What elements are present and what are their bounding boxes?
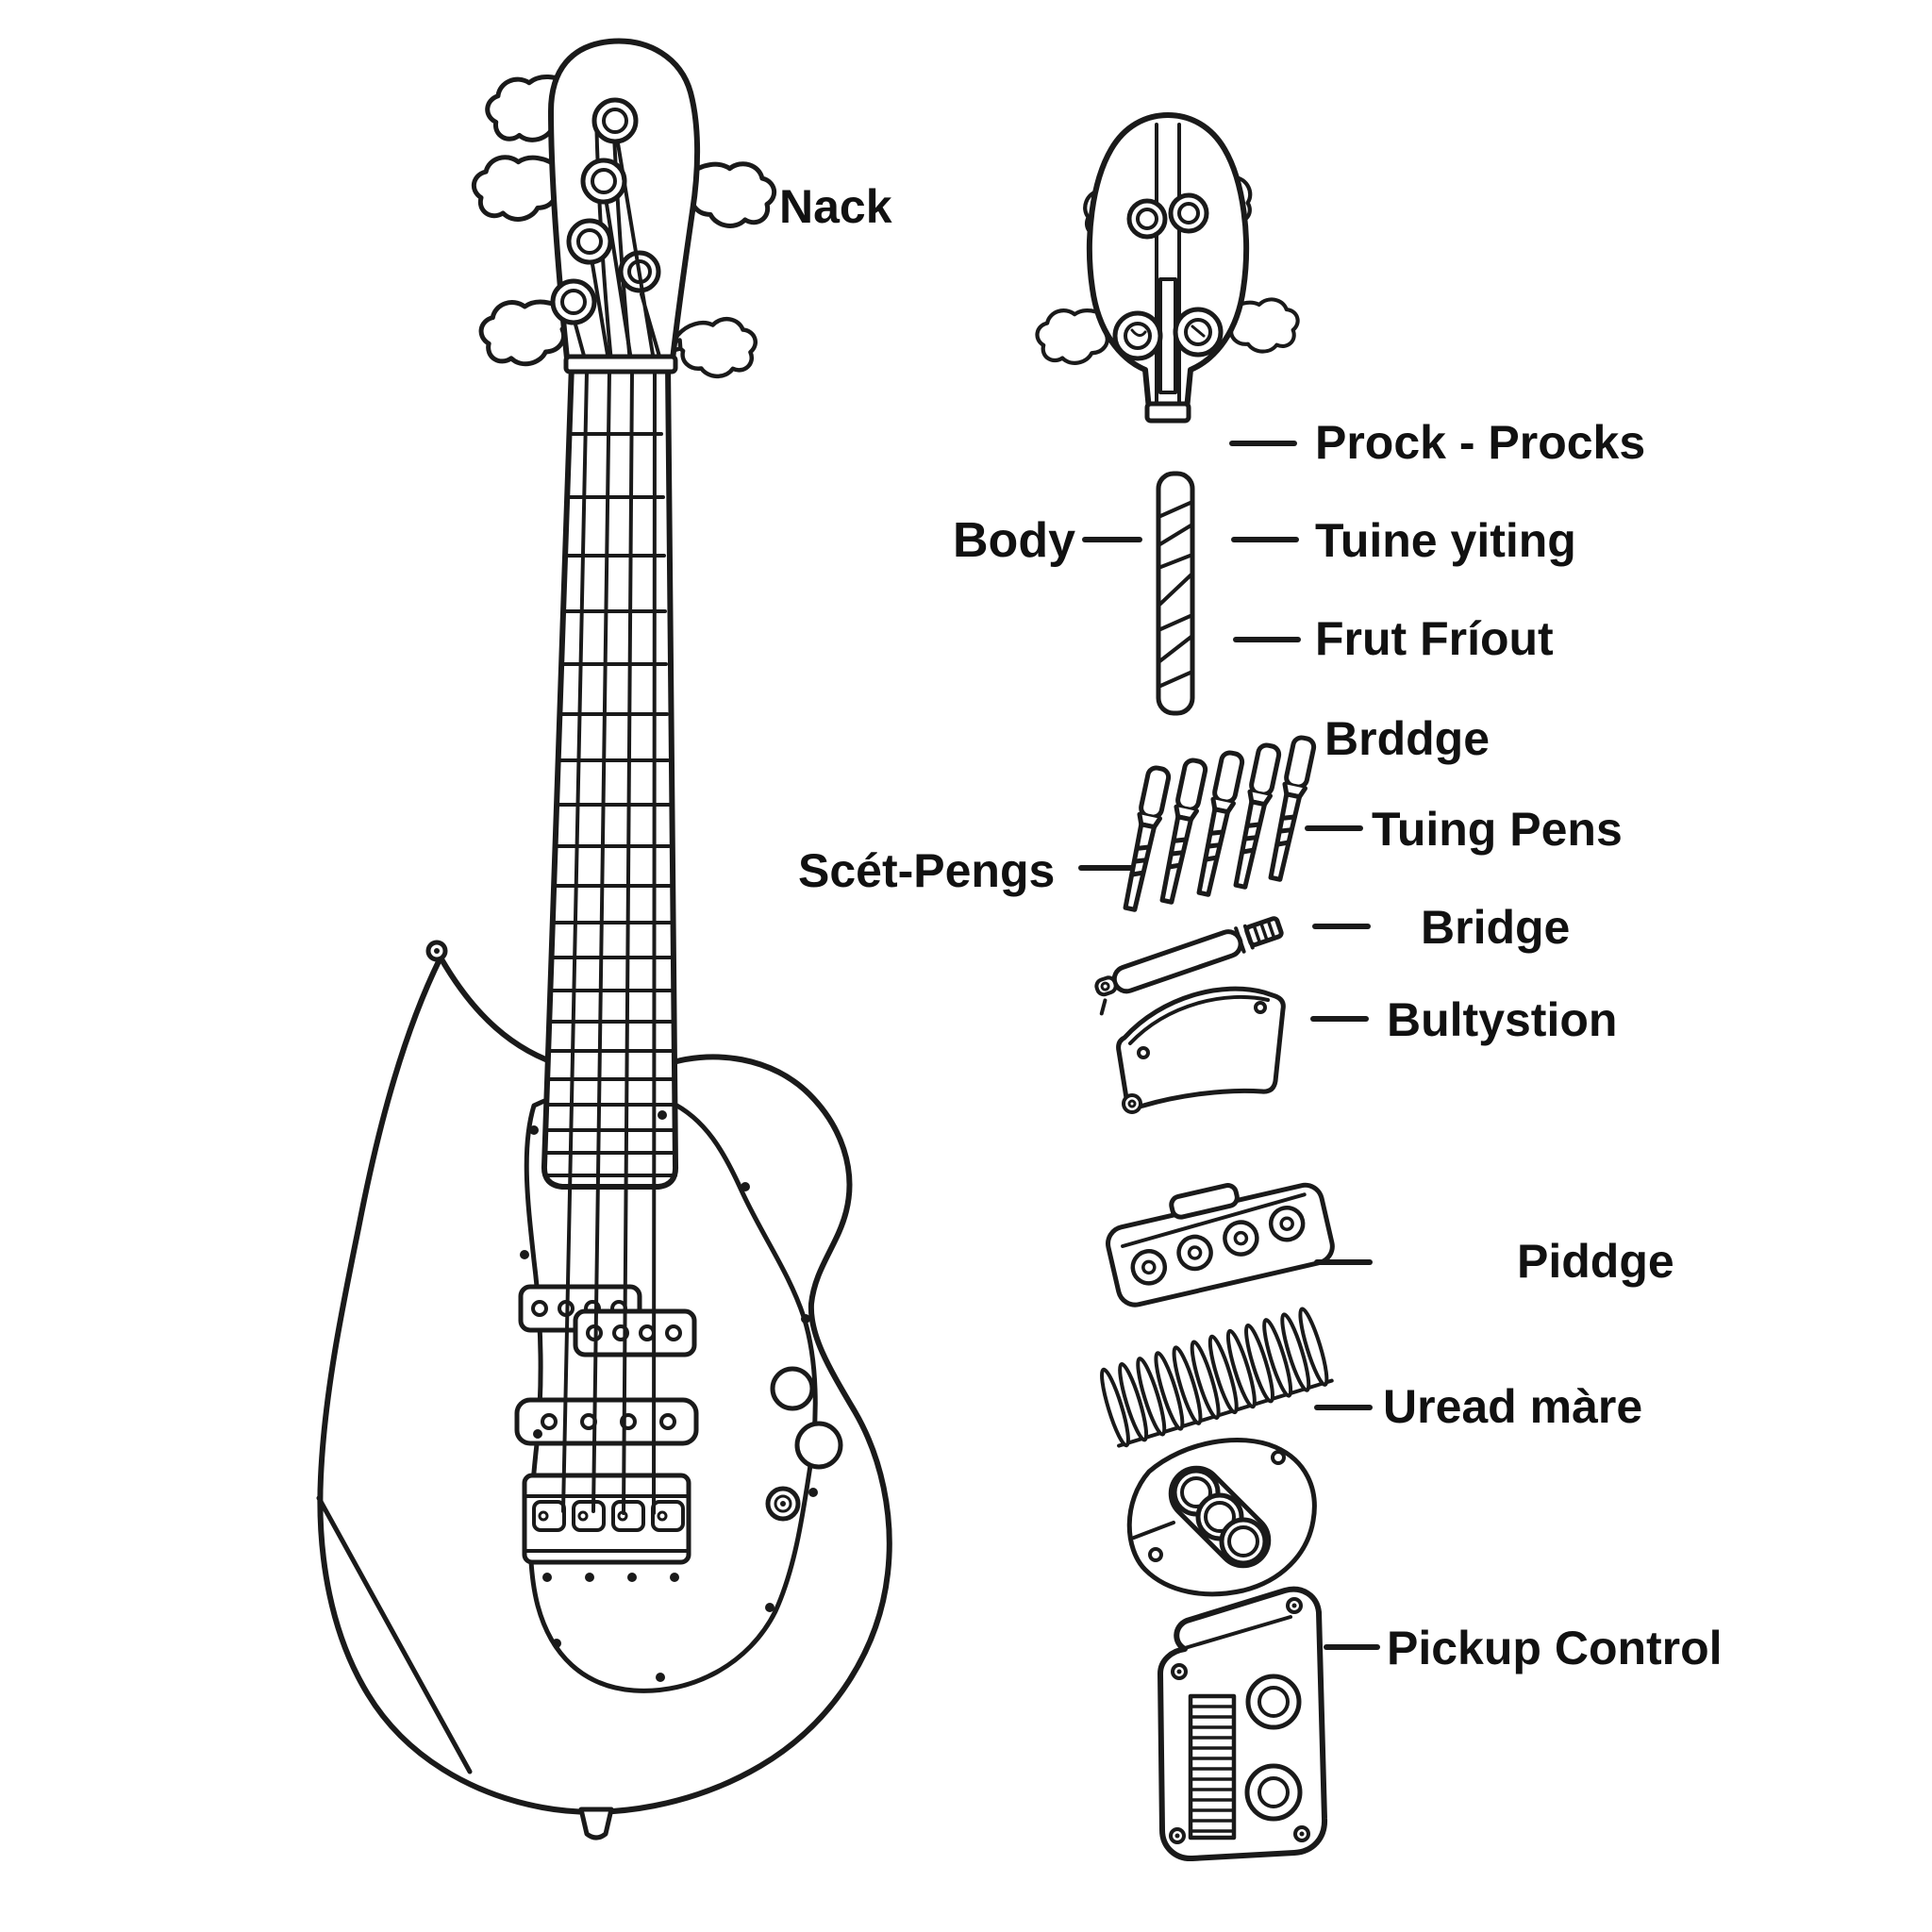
plate-screws: [1169, 1597, 1310, 1844]
slider-ribs: [1188, 1693, 1237, 1840]
label-brddge: Brddge: [1324, 712, 1490, 765]
volume-knob: [770, 1366, 815, 1411]
belly-cut-line: [316, 1495, 473, 1774]
bridge-saddles: [532, 1500, 685, 1532]
label-tuine-yiting: Tuine yiting: [1315, 514, 1576, 567]
label-prock-procks: Prock - Procks: [1315, 416, 1645, 469]
end-pin: [578, 1807, 614, 1840]
pickup-bar-drawing: [1106, 1182, 1335, 1307]
bridge-pickup: [514, 1397, 699, 1446]
label-scet-pengs: Scét-Pengs: [798, 844, 1055, 897]
string-wrap-drawing: [1156, 471, 1195, 716]
spring-coil-drawing: [1100, 1307, 1334, 1448]
label-pickup-control: Pickup Control: [1387, 1622, 1723, 1674]
label-bridge: Bridge: [1421, 901, 1570, 954]
label-uread-mare: Uread màre: [1383, 1380, 1642, 1433]
jack-plate-drawing: [1126, 1438, 1317, 1597]
headstock-strings: [574, 142, 664, 368]
strap-button: [425, 940, 448, 962]
label-frut-frout: Frut Fríout: [1315, 612, 1554, 665]
control-plate-drawing: [1158, 1586, 1328, 1862]
connector-lines: [1078, 441, 1380, 1650]
bass-guitar-drawing: [316, 38, 892, 1840]
output-jack: [765, 1486, 801, 1522]
label-tuing-pens: Tuing Pens: [1372, 803, 1623, 856]
bridge-assembly: [522, 1473, 691, 1582]
parts-column: [1035, 112, 1335, 1862]
tuning-pegs-drawing: [1120, 736, 1315, 910]
nut: [563, 354, 678, 375]
label-body: Body: [953, 513, 1075, 568]
label-bultystion: Bultystion: [1387, 993, 1617, 1046]
guitar-headstock: [472, 38, 775, 382]
bracket-plate-drawing: [1116, 986, 1286, 1114]
label-piddge: Piddge: [1517, 1235, 1674, 1288]
label-nack: Nack: [779, 180, 892, 233]
strings: [561, 370, 657, 1515]
truss-rod-drawing: [1094, 916, 1284, 1016]
labels: Nack Body Prock - Procks Tuine yiting Fr…: [779, 180, 1723, 1674]
pickguard-screws: [520, 1110, 818, 1682]
headstock-detail-drawing: [1035, 112, 1299, 424]
tone-knob: [794, 1421, 843, 1470]
